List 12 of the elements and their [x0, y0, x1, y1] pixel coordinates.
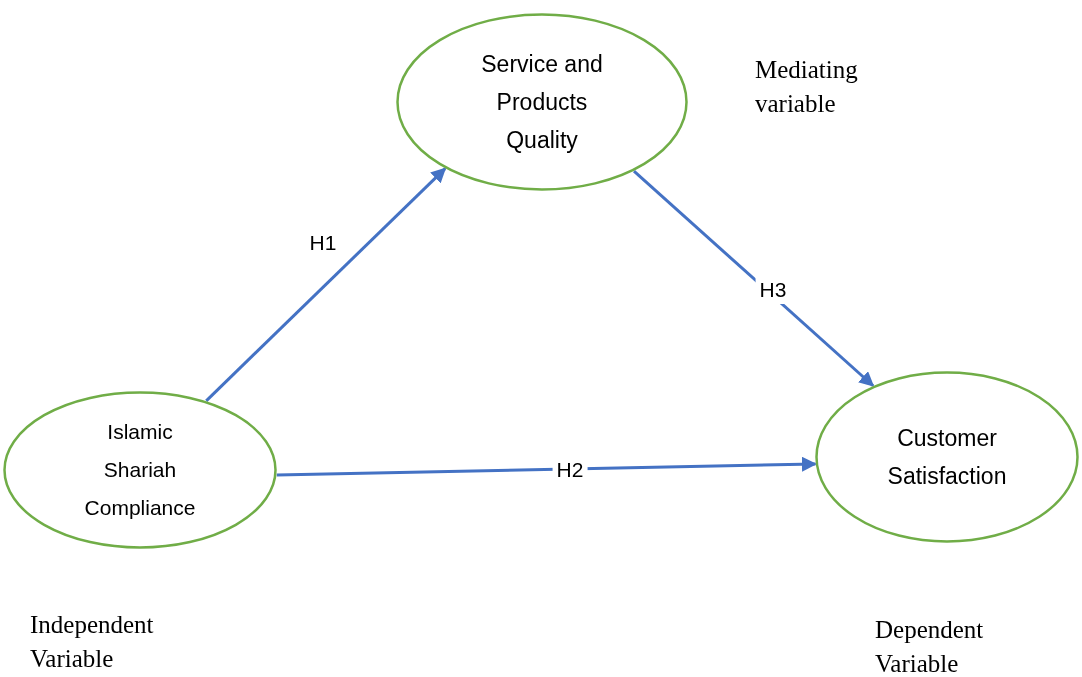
ellipse-node	[3, 391, 277, 549]
ellipse-node	[396, 13, 688, 191]
node-label: Islamic Shariah Compliance	[83, 419, 197, 521]
node-label: Service and Products Quality	[480, 50, 604, 155]
variable-type-label: Dependent Variable	[875, 615, 985, 677]
ellipse-node	[815, 371, 1079, 543]
arrow	[276, 456, 817, 477]
arrow	[632, 170, 875, 387]
arrow	[205, 167, 447, 402]
variable-type-label: Independent Variable	[30, 610, 155, 674]
node-label: Customer Satisfaction	[886, 424, 1008, 491]
variable-type-label: Mediating variable	[755, 55, 859, 119]
